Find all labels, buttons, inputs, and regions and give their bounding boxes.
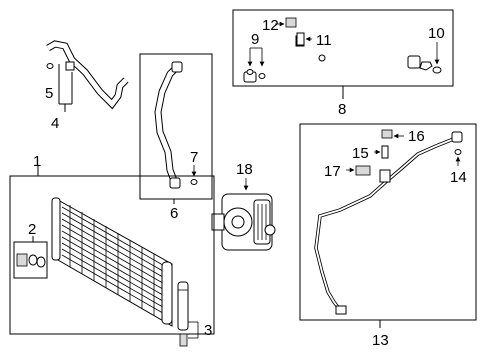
discharge-hose-6 <box>154 61 183 189</box>
group-1-frame <box>9 166 215 335</box>
callout-7: 7 <box>190 149 198 166</box>
group-2-frame <box>13 236 48 279</box>
callout-2: 2 <box>28 221 36 238</box>
callout-12: 12 <box>262 17 279 34</box>
compressor-18 <box>211 178 276 251</box>
liquid-line-13 <box>314 131 463 315</box>
callout-6: 6 <box>170 205 178 222</box>
callout-1: 1 <box>33 153 41 170</box>
cap-16 <box>381 129 404 139</box>
group-13-frame <box>299 123 477 328</box>
callout-8: 8 <box>338 101 346 118</box>
callout-4: 4 <box>51 115 59 132</box>
valve-11 <box>296 32 312 46</box>
callout-16: 16 <box>408 128 425 145</box>
callout-17: 17 <box>324 163 341 180</box>
callout-13: 13 <box>372 332 389 349</box>
o-ring-7 <box>190 165 198 185</box>
cap-12 <box>275 17 297 28</box>
group-6-frame <box>139 53 213 204</box>
callout-9: 9 <box>251 31 259 48</box>
group-8-frame <box>232 9 454 99</box>
receiver-drier-3 <box>177 281 199 347</box>
o-ring-14 <box>454 149 462 166</box>
callout-3: 3 <box>204 322 212 339</box>
callout-5: 5 <box>45 85 53 102</box>
condenser-1 <box>51 197 173 327</box>
callout-14: 14 <box>450 169 467 186</box>
drier-parts-2 <box>16 253 46 268</box>
callout-15: 15 <box>352 145 369 162</box>
o-rings-9 <box>246 47 266 79</box>
sensor-17 <box>346 165 371 176</box>
callout-11: 11 <box>316 32 332 49</box>
pressure-hose-8 <box>243 35 433 83</box>
valve-15 <box>374 145 389 159</box>
o-ring-10 <box>432 42 442 74</box>
callout-10: 10 <box>428 25 445 42</box>
callout-18: 18 <box>236 161 253 178</box>
suction-hose-4 <box>46 40 129 112</box>
